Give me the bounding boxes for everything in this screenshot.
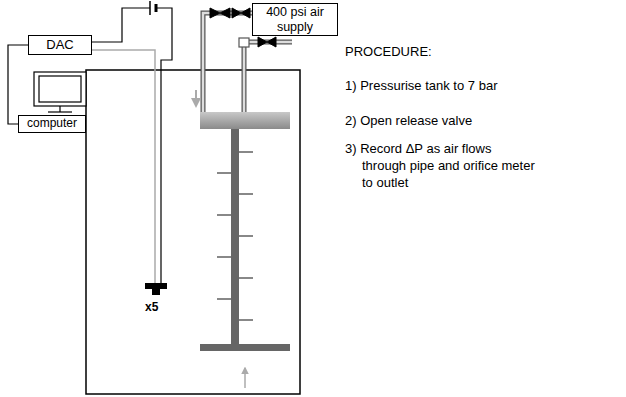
outlet-pipe xyxy=(239,38,292,112)
computer-monitor xyxy=(34,72,86,112)
pipe-fin xyxy=(239,235,253,237)
node-text: DAC xyxy=(46,38,73,53)
sensor-wire xyxy=(92,8,150,42)
procedure-heading: PROCEDURE: xyxy=(345,44,605,61)
pipe-fin xyxy=(239,193,253,195)
procedure-step: 3) Record ΔP as air flows through pipe a… xyxy=(345,141,537,192)
pipe-fin xyxy=(217,298,231,300)
procedure-step: 1) Pressurise tank to 7 bar xyxy=(345,78,626,95)
data-cable xyxy=(8,45,28,124)
top-plate xyxy=(200,112,290,129)
air-supply-box: 400 psi air supply xyxy=(252,3,338,36)
pressure-tank xyxy=(86,70,300,394)
computer-keyboard: computer xyxy=(18,115,86,133)
node-text: 400 psi air supply xyxy=(258,5,332,34)
pressure-transducer xyxy=(145,283,167,295)
pipe-fin xyxy=(239,319,253,321)
pipe-fin xyxy=(217,256,231,258)
pipe-fins xyxy=(217,152,253,320)
pipe-fin xyxy=(217,172,231,174)
battery-symbol xyxy=(150,1,156,15)
flow-arrow xyxy=(195,90,197,106)
quantity-label: x5 xyxy=(145,300,169,316)
signal-wire xyxy=(92,50,155,283)
test-pipe xyxy=(231,129,239,345)
flow-arrow xyxy=(244,368,246,388)
sensor-wire xyxy=(157,8,172,283)
dac-box: DAC xyxy=(28,35,92,55)
procedure-step: 2) Open release valve xyxy=(345,113,626,130)
bottom-flange xyxy=(200,344,290,351)
pipe-fin xyxy=(239,277,253,279)
pipe-fin xyxy=(217,214,231,216)
node-text: computer xyxy=(27,117,77,131)
pipe-fin xyxy=(239,151,253,153)
